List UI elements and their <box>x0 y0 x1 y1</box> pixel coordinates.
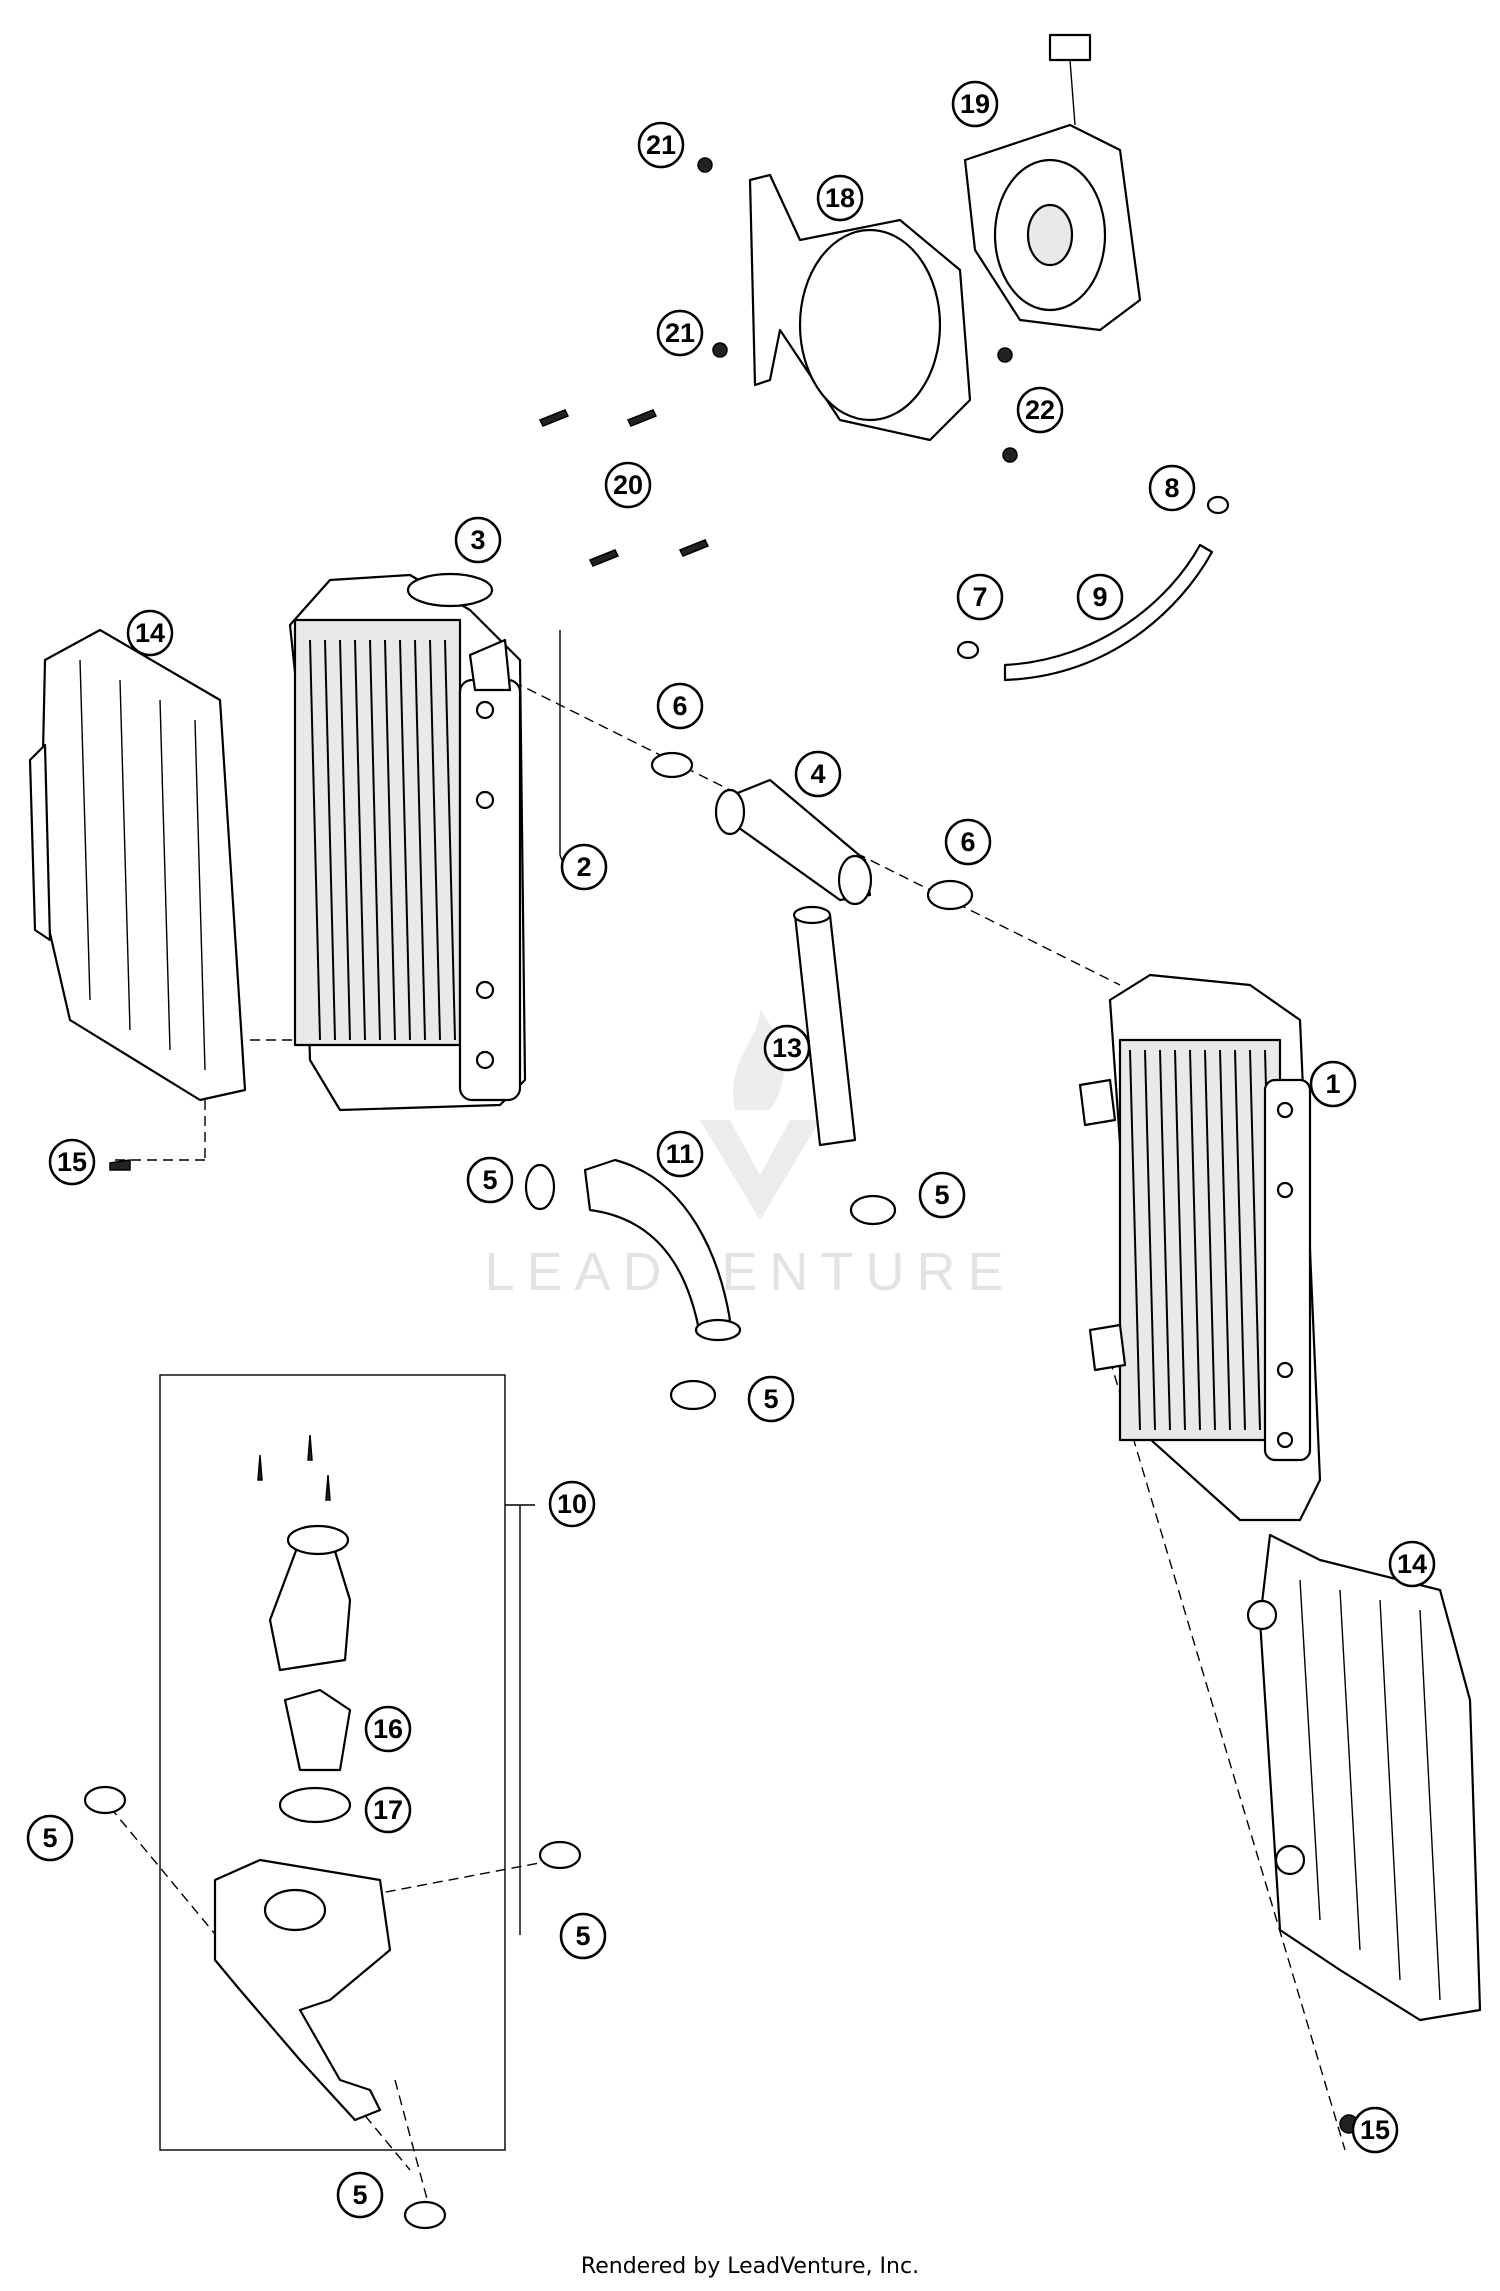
svg-text:1: 1 <box>1325 1069 1340 1099</box>
svg-text:16: 16 <box>373 1714 403 1744</box>
callout-14: 14 <box>1388 1540 1436 1588</box>
svg-text:5: 5 <box>482 1165 497 1195</box>
callout-3: 3 <box>454 516 502 564</box>
svg-text:7: 7 <box>972 582 987 612</box>
svg-text:4: 4 <box>810 759 825 789</box>
callout-21: 21 <box>656 309 704 357</box>
svg-text:5: 5 <box>42 1823 57 1853</box>
callout-6: 6 <box>944 818 992 866</box>
callout-16: 16 <box>364 1705 412 1753</box>
callout-19: 19 <box>951 80 999 128</box>
callout-17: 17 <box>364 1786 412 1834</box>
svg-text:8: 8 <box>1164 473 1179 503</box>
svg-text:20: 20 <box>613 470 643 500</box>
watermark-logo <box>700 1010 820 1220</box>
screws <box>109 157 1359 2134</box>
svg-text:5: 5 <box>575 1921 590 1951</box>
callout-20: 20 <box>604 461 652 509</box>
hose-small <box>1003 543 1214 682</box>
svg-text:9: 9 <box>1092 582 1107 612</box>
svg-text:13: 13 <box>772 1033 802 1063</box>
svg-text:22: 22 <box>1025 395 1055 425</box>
svg-text:19: 19 <box>960 89 990 119</box>
radiator-left <box>288 573 527 1112</box>
clamps <box>83 495 1230 2230</box>
svg-text:5: 5 <box>352 2180 367 2210</box>
shroud-left <box>28 628 247 1102</box>
callout-8: 8 <box>1148 464 1196 512</box>
svg-text:14: 14 <box>135 618 165 648</box>
callout-18: 18 <box>816 174 864 222</box>
shroud-right <box>1246 1533 1482 2022</box>
callout-15: 15 <box>1351 2106 1399 2154</box>
callout-5: 5 <box>918 1171 966 1219</box>
svg-text:15: 15 <box>57 1147 87 1177</box>
pipe <box>792 905 857 1147</box>
svg-text:11: 11 <box>666 1139 695 1169</box>
callout-22: 22 <box>1016 386 1064 434</box>
svg-text:5: 5 <box>934 1180 949 1210</box>
svg-text:6: 6 <box>960 827 975 857</box>
callout-9: 9 <box>1076 573 1124 621</box>
callout-15: 15 <box>48 1138 96 1186</box>
thermostat-kit <box>213 1434 392 2122</box>
callout-14: 14 <box>126 609 174 657</box>
svg-text:5: 5 <box>763 1384 778 1414</box>
callout-5: 5 <box>466 1156 514 1204</box>
callout-5: 5 <box>336 2171 384 2219</box>
fan-bracket <box>748 173 972 442</box>
svg-text:15: 15 <box>1360 2115 1390 2145</box>
svg-text:10: 10 <box>557 1489 587 1519</box>
callout-1: 1 <box>1309 1060 1357 1108</box>
fan <box>963 33 1142 332</box>
callout-4: 4 <box>794 750 842 798</box>
callout-11: 11 <box>656 1130 704 1178</box>
footer-credit: Rendered by LeadVenture, Inc. <box>580 2254 920 2279</box>
callout-5: 5 <box>26 1814 74 1862</box>
svg-text:14: 14 <box>1397 1549 1427 1579</box>
svg-text:6: 6 <box>672 691 687 721</box>
radiator-right <box>1078 973 1322 1522</box>
svg-text:18: 18 <box>825 183 855 213</box>
watermark: LEADVENTURE <box>484 1010 1015 1302</box>
callout-10: 10 <box>548 1480 596 1528</box>
hose-upper <box>583 1158 742 1342</box>
svg-text:21: 21 <box>665 318 695 348</box>
svg-text:2: 2 <box>576 852 591 882</box>
callout-21: 21 <box>637 121 685 169</box>
svg-text:17: 17 <box>373 1795 403 1825</box>
svg-text:3: 3 <box>470 525 485 555</box>
hose-connector <box>714 778 873 906</box>
callout-5: 5 <box>559 1912 607 1960</box>
callout-2: 2 <box>560 843 608 891</box>
watermark-text: LEADVENTURE <box>484 1242 1015 1302</box>
callout-13: 13 <box>763 1024 811 1072</box>
callout-6: 6 <box>656 682 704 730</box>
callout-7: 7 <box>956 573 1004 621</box>
callout-5: 5 <box>747 1375 795 1423</box>
thermostat-kit-box <box>159 1374 506 2151</box>
svg-text:21: 21 <box>646 130 676 160</box>
radiator-cap <box>406 572 494 608</box>
